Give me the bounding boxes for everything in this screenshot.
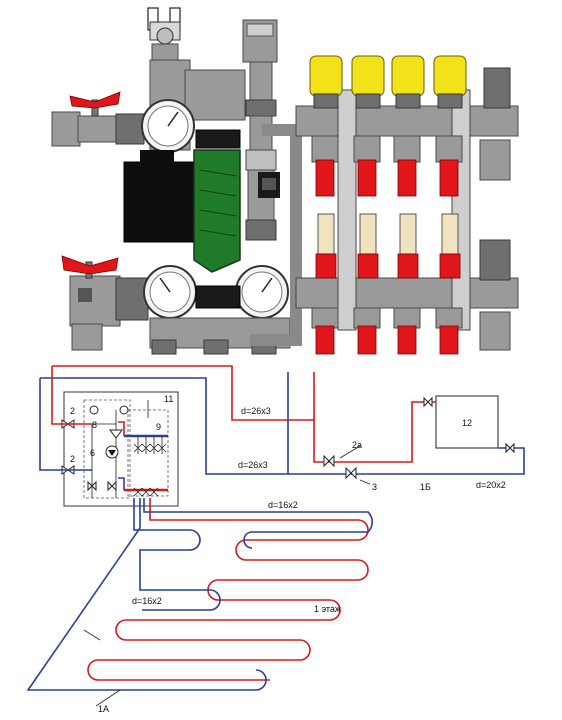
gauge-symbol bbox=[89, 405, 99, 415]
bracket-right bbox=[451, 89, 471, 331]
circuit-column bbox=[391, 55, 425, 355]
flowmeter-icon bbox=[317, 213, 335, 255]
thermal-actuator-icon bbox=[309, 55, 343, 97]
flowmeter-icon bbox=[399, 213, 417, 255]
radiator-icon bbox=[435, 395, 499, 449]
piping-schematic bbox=[26, 365, 525, 707]
thermal-actuator-icon bbox=[391, 55, 425, 97]
label-valve-2-top: 2 bbox=[70, 406, 75, 416]
valve-handle bbox=[61, 255, 119, 275]
label-2a: 2a bbox=[352, 440, 362, 450]
pressure-gauge-icon bbox=[143, 265, 197, 319]
circuit-column bbox=[309, 55, 343, 355]
mixing-body-upper bbox=[184, 69, 246, 121]
floor-label: 1 этаж bbox=[314, 604, 341, 614]
ball-valve-icon bbox=[61, 255, 149, 351]
ball-valve-icon bbox=[51, 91, 145, 147]
return-main-pipe bbox=[40, 372, 289, 475]
valve-icon bbox=[505, 442, 515, 454]
pipe-label-return: d=26x3 bbox=[238, 460, 268, 470]
pump-group-outline bbox=[83, 399, 131, 499]
bracket-left bbox=[337, 89, 357, 331]
end-air-vent bbox=[479, 239, 511, 281]
label-9: 9 bbox=[156, 422, 161, 432]
pipe-label-loop-lower: d=16x2 bbox=[132, 596, 162, 606]
pipe-label-radiator: d=20x2 bbox=[476, 480, 506, 490]
circuit-column bbox=[351, 55, 385, 355]
supply-main-pipe bbox=[52, 365, 315, 421]
floor-loop-supply bbox=[87, 498, 369, 681]
pressure-gauge-icon bbox=[235, 265, 289, 319]
manifold-illustration bbox=[51, 7, 519, 355]
radiator-supply bbox=[313, 401, 436, 463]
label-valve-2-bottom: 2 bbox=[70, 454, 75, 464]
label-6: 6 bbox=[90, 448, 95, 458]
label-1b: 1Б bbox=[420, 482, 431, 492]
end-drain bbox=[479, 311, 511, 351]
floor-loop-return bbox=[26, 498, 373, 691]
valve-icon bbox=[345, 466, 357, 480]
label-12: 12 bbox=[462, 418, 472, 428]
radiator-return bbox=[288, 447, 525, 475]
flowmeter-icon bbox=[441, 213, 459, 255]
thermal-actuator-icon bbox=[258, 172, 280, 198]
end-air-vent bbox=[483, 67, 511, 109]
pipe-label-supply: d=26x3 bbox=[241, 406, 271, 416]
bypass-column bbox=[242, 19, 278, 241]
air-vent-icon bbox=[147, 7, 181, 63]
label-1a: 1А bbox=[98, 704, 109, 714]
gauge-symbol bbox=[119, 405, 129, 415]
bypass-pipe bbox=[250, 124, 302, 346]
label-3: 3 bbox=[372, 482, 377, 492]
label-11: 11 bbox=[164, 394, 173, 404]
pipe-label-loop-upper: d=16x2 bbox=[268, 500, 298, 510]
thermal-actuator-icon bbox=[351, 55, 385, 97]
circuit-column bbox=[433, 55, 467, 355]
supply-manifold bbox=[295, 105, 519, 137]
thermal-actuator-icon bbox=[433, 55, 467, 97]
label-8: 8 bbox=[92, 420, 97, 430]
end-drain bbox=[479, 139, 511, 181]
pump-motor-icon bbox=[123, 129, 241, 273]
pressure-gauge-icon bbox=[141, 99, 195, 153]
return-manifold bbox=[295, 277, 519, 309]
valve-icon bbox=[323, 454, 335, 468]
valve-handle bbox=[69, 91, 121, 109]
valve-icon bbox=[423, 396, 433, 408]
flowmeter-icon bbox=[359, 213, 377, 255]
